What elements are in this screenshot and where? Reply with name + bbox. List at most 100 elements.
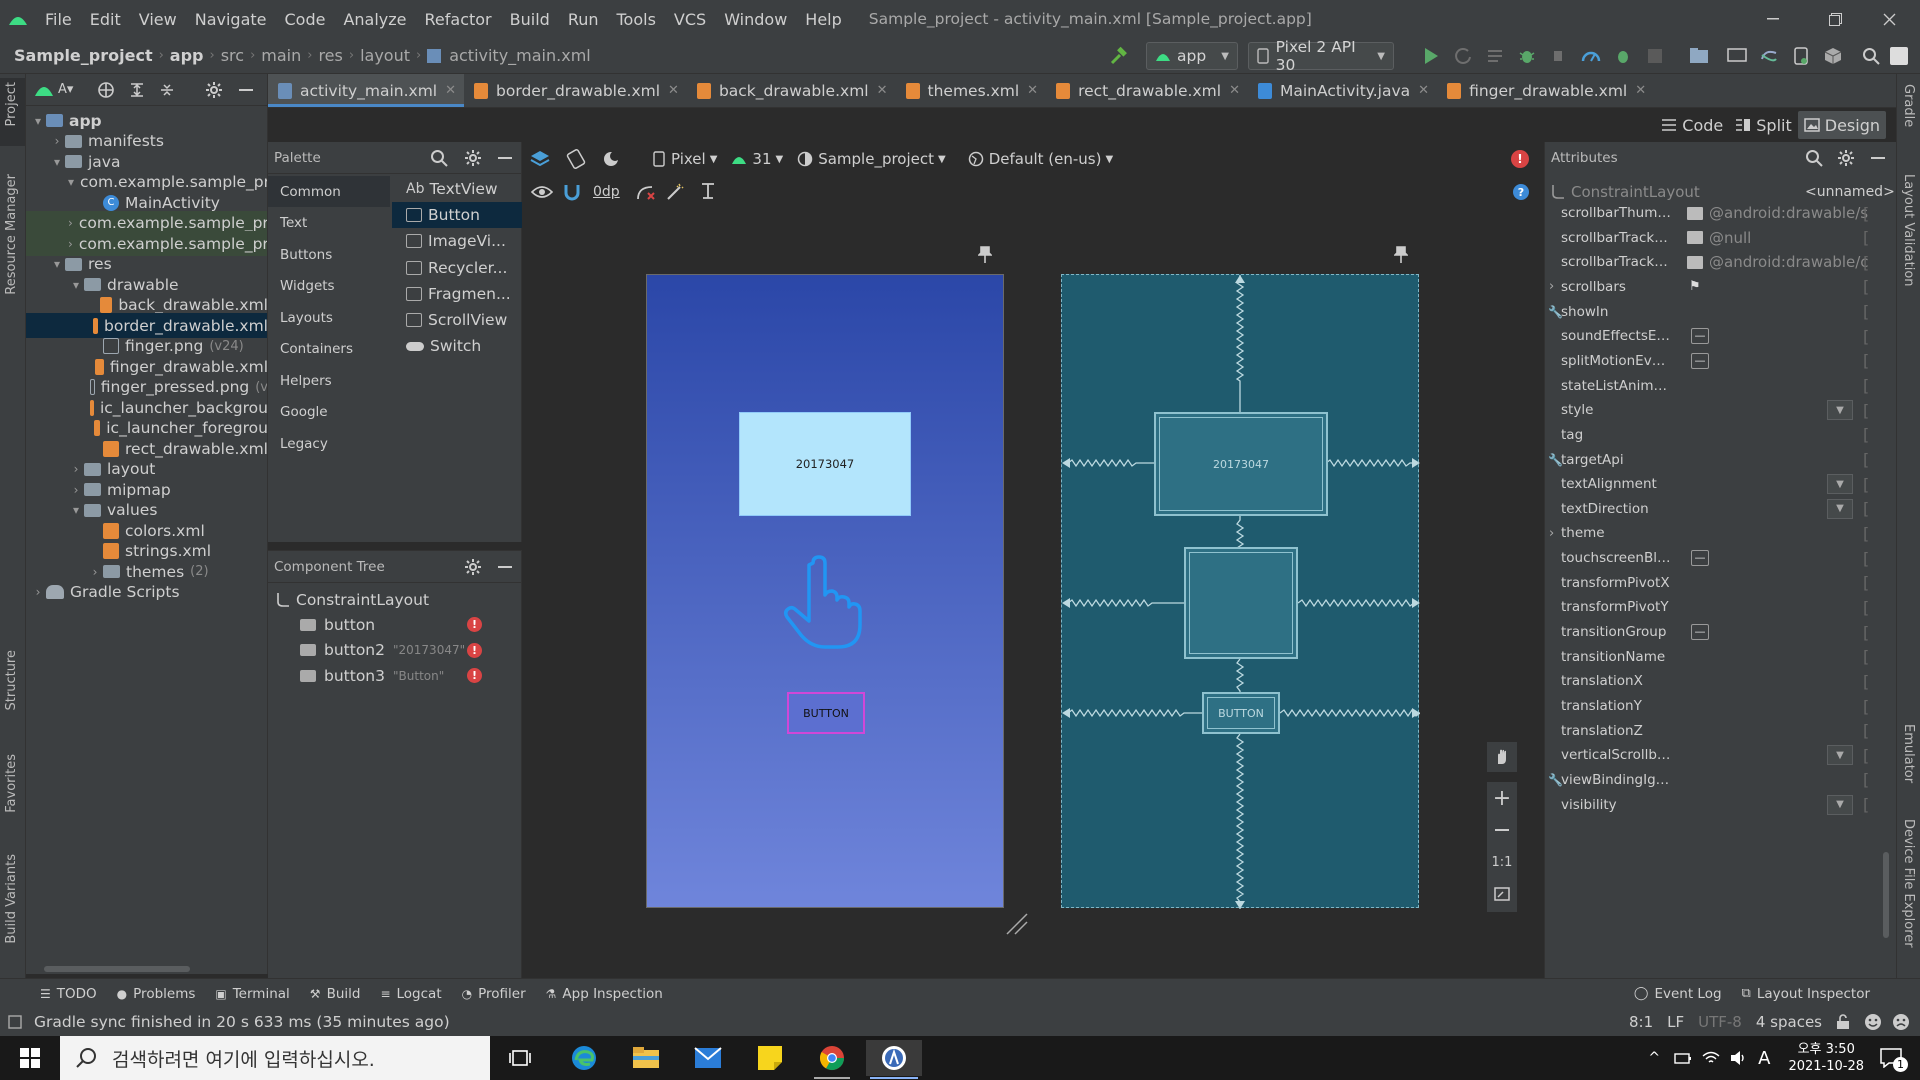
tree-node-button[interactable]: button! (268, 612, 522, 637)
clear-constraints-icon[interactable] (636, 183, 656, 201)
android-studio-app[interactable] (866, 1040, 922, 1079)
attribute-row[interactable]: scrollbarTrackHor...@null[ (1545, 223, 1895, 253)
project-tree-item[interactable]: finger_drawable.xml (26, 354, 267, 379)
eye-icon[interactable] (531, 183, 553, 201)
palette-category[interactable]: Widgets (280, 278, 335, 294)
gear-icon[interactable] (464, 558, 482, 576)
edge-app[interactable] (556, 1040, 612, 1076)
horizontal-scrollbar[interactable] (44, 966, 190, 972)
stop-icon[interactable] (1642, 43, 1668, 69)
palette-category[interactable]: Google (280, 404, 328, 420)
checkbox-indeterminate[interactable]: — (1691, 328, 1709, 345)
breadcrumb-item[interactable]: app (169, 46, 204, 65)
guidelines-icon[interactable] (700, 182, 716, 202)
project-tree-item[interactable]: ›themes(2) (26, 559, 267, 584)
search-icon[interactable] (430, 149, 448, 167)
palette-category[interactable]: Layouts (280, 309, 333, 326)
menu-help[interactable]: Help (805, 9, 842, 29)
close-tab-icon[interactable]: ✕ (1635, 83, 1647, 98)
tool-window-profiler[interactable]: ◔Profiler (452, 986, 536, 1002)
attribute-row[interactable]: transitionName[ (1545, 642, 1895, 672)
taskbar-search-box[interactable]: 검색하려면 여기에 입력하십시오. (60, 1036, 490, 1080)
lock-icon[interactable] (1836, 1014, 1850, 1030)
chevron-down-icon[interactable]: ▼ (1827, 400, 1853, 421)
minimize-panel-icon[interactable] (239, 88, 254, 91)
tree-node-button2[interactable]: button2"20173047"! (268, 638, 522, 663)
checkbox-indeterminate[interactable]: — (1691, 550, 1709, 567)
task-view-button[interactable] (492, 1040, 548, 1076)
orientation-icon[interactable] (565, 149, 587, 169)
chevron-right-icon[interactable]: › (68, 236, 73, 251)
chevron-down-icon[interactable]: ▾ (72, 503, 80, 517)
default-margin-select[interactable]: 0dp (593, 184, 620, 200)
close-tab-icon[interactable]: ✕ (1229, 83, 1240, 98)
menu-edit[interactable]: Edit (89, 9, 121, 29)
close-tab-icon[interactable]: ✕ (668, 83, 679, 98)
project-tree-item[interactable]: ic_launcher_backgrou (26, 395, 267, 420)
attribute-row[interactable]: tag[ (1545, 420, 1895, 450)
sync-gradle-icon[interactable] (1756, 43, 1782, 69)
close-tab-icon[interactable]: ✕ (1027, 83, 1039, 98)
run-icon[interactable] (1418, 43, 1444, 69)
structure-tool-tab[interactable]: Structure (4, 650, 19, 711)
error-icon[interactable]: ! (467, 668, 482, 683)
palette-category[interactable]: Buttons (280, 246, 333, 263)
tree-node-button3[interactable]: button3"Button"! (268, 663, 522, 688)
attribute-row[interactable]: soundEffectsEnab...—[ (1545, 321, 1895, 351)
account-avatar[interactable] (1888, 43, 1910, 69)
search-icon[interactable] (1858, 43, 1884, 69)
attribute-row[interactable]: touchscreenBlock...—[ (1545, 543, 1895, 573)
zoom-out-button[interactable] (1487, 814, 1517, 846)
palette-category[interactable]: Helpers (280, 372, 332, 389)
restore-button[interactable] (1804, 0, 1866, 38)
attribute-row[interactable]: ›theme[ (1545, 518, 1895, 548)
project-tree-item[interactable]: border_drawable.xml (26, 313, 267, 338)
apply-code-changes-icon[interactable] (1482, 43, 1508, 69)
project-tree-item[interactable]: finger_pressed.png(v (26, 375, 267, 400)
gradle-tool-tab[interactable]: Gradle (1901, 84, 1916, 128)
tool-window-terminal[interactable]: ▣Terminal (205, 986, 299, 1002)
project-structure-icon[interactable] (1686, 43, 1712, 69)
collapse-all-icon[interactable] (159, 82, 175, 98)
expand-all-icon[interactable] (129, 82, 145, 98)
file-encoding[interactable]: UTF-8 (1698, 1013, 1742, 1031)
tool-window-todo[interactable]: ☰TODO (30, 986, 107, 1002)
zoom-in-button[interactable]: + (1492, 785, 1512, 811)
chevron-right-icon[interactable]: › (73, 462, 79, 476)
status-toggle-icon[interactable] (8, 1015, 22, 1029)
magnet-icon[interactable] (563, 183, 581, 201)
minimize-panel-icon[interactable] (498, 156, 512, 159)
menu-build[interactable]: Build (509, 9, 550, 29)
chrome-app[interactable] (804, 1040, 860, 1079)
apply-changes-icon[interactable] (1450, 43, 1476, 69)
sad-icon[interactable] (1892, 1013, 1910, 1031)
chevron-right-icon[interactable]: › (68, 216, 73, 230)
project-tree-item[interactable]: ▾values (26, 498, 267, 523)
project-tree-item[interactable]: ▾com.example.sample_pro (26, 170, 267, 195)
attribute-value[interactable]: @android:drawable/s (1709, 204, 1869, 222)
profile-icon[interactable] (1578, 43, 1604, 69)
device-select[interactable]: Pixel 2 API 30 ▼ (1248, 38, 1394, 74)
attribute-row[interactable]: scrollbarTrackVer...@android:drawable/c[ (1545, 247, 1895, 277)
palette-item[interactable]: Button (392, 202, 522, 229)
project-tree-item[interactable]: ›layout (26, 457, 267, 482)
attach-process-icon[interactable] (1610, 43, 1636, 69)
flag-icon[interactable]: ⚑ (1689, 279, 1701, 295)
notification-center-button[interactable]: 1 (1880, 1048, 1910, 1072)
attribute-row[interactable]: transitionGroup—[ (1545, 617, 1895, 647)
palette-category[interactable]: Containers (280, 341, 354, 357)
editor-tab[interactable]: activity_main.xml✕ (268, 74, 465, 107)
palette-category[interactable]: Text (280, 215, 308, 231)
editor-tab[interactable]: back_drawable.xml✕ (687, 74, 896, 107)
gear-icon[interactable] (1837, 149, 1855, 167)
attribute-row[interactable]: ›scrollbars⚑[ (1545, 272, 1895, 302)
minimize-panel-icon[interactable] (1871, 157, 1885, 159)
resource-manager-tool-tab[interactable]: Resource Manager (4, 174, 19, 295)
code-mode-button[interactable]: Code (1655, 111, 1729, 139)
menu-refactor[interactable]: Refactor (424, 9, 492, 29)
attribute-row[interactable]: verticalScrollbarP...▼[ (1545, 740, 1895, 770)
chevron-down-icon[interactable]: ▼ (1827, 794, 1853, 815)
attribute-row[interactable]: 🔧showIn[ (1545, 297, 1895, 327)
line-separator[interactable]: LF (1667, 1013, 1685, 1031)
